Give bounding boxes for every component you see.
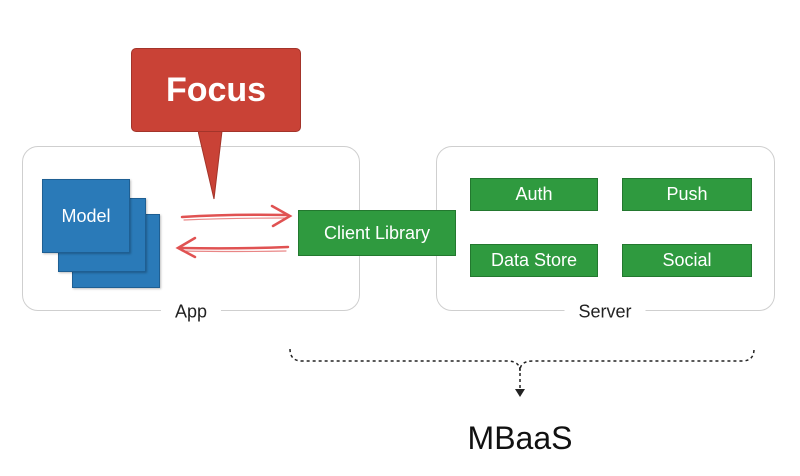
focus-callout: Focus <box>131 48 301 132</box>
arrow-to-model-head <box>175 236 197 259</box>
social-service-box: Social <box>622 244 752 277</box>
sync-arrows <box>175 204 293 259</box>
arrow-to-client-sketch <box>183 217 287 221</box>
push-service-box: Push <box>622 178 752 211</box>
arrow-to-model-sketch <box>181 250 287 253</box>
server-label: Server <box>564 301 646 323</box>
arrow-to-model <box>178 245 290 250</box>
mbaas-label: MBaaS <box>467 420 573 456</box>
model-card-front: Model <box>42 179 130 253</box>
auth-service-box: Auth <box>470 178 598 211</box>
callout-pointer <box>198 131 223 200</box>
data-store-service-box: Data Store <box>470 244 598 277</box>
arrow-to-client-head <box>270 204 293 228</box>
arrow-to-client <box>180 213 290 219</box>
server-panel <box>436 146 775 311</box>
model-label: Model <box>61 206 111 226</box>
mbaas-brace <box>289 348 755 397</box>
mbaas-arrow-head <box>515 389 525 397</box>
app-label: App <box>160 301 222 323</box>
client-library-box: Client Library <box>298 210 456 256</box>
